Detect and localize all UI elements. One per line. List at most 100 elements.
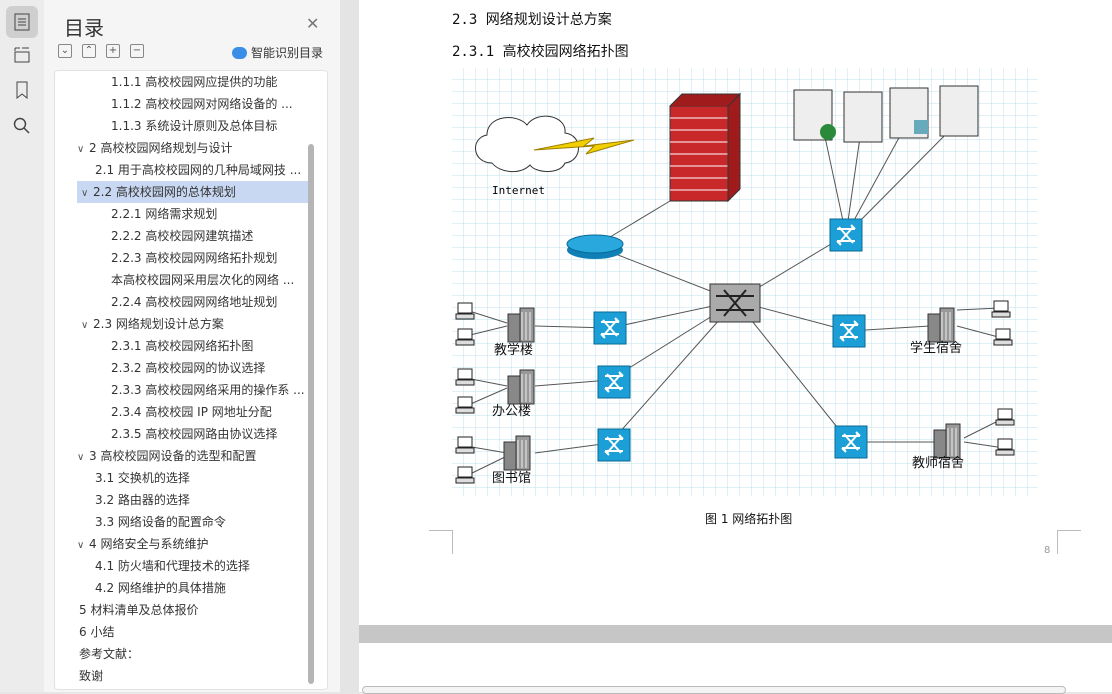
- toc-icon[interactable]: [6, 6, 38, 38]
- ai-icon: [232, 46, 247, 59]
- internet-label: Internet: [492, 184, 545, 197]
- smart-toc-label: 智能识别目录: [251, 46, 324, 60]
- building-label: 教师宿舍: [912, 455, 964, 471]
- toc-item-label: 2.2.3 高校校园网网络拓扑规划: [111, 251, 278, 265]
- toc-item[interactable]: 1.1.3 系统设计原则及总体目标: [77, 115, 309, 137]
- toc-item[interactable]: 5 材料清单及总体报价: [77, 599, 309, 621]
- search-icon[interactable]: [6, 110, 38, 142]
- toc-item-label: 6 小结: [79, 625, 115, 639]
- toc-item[interactable]: 2.3.3 高校校园网络采用的操作系 ...: [77, 379, 309, 401]
- chevron-down-icon[interactable]: ∨: [81, 188, 89, 199]
- switch-icon: [834, 425, 868, 459]
- canvas-margin: [340, 0, 359, 692]
- toc-item-label: 1.1.3 系统设计原则及总体目标: [111, 119, 278, 133]
- horizontal-scrollbar[interactable]: [362, 686, 1066, 694]
- pc-icon: [455, 436, 475, 454]
- plus-icon[interactable]: +: [106, 44, 120, 58]
- toc-item-label: 3.3 网络设备的配置命令: [95, 515, 226, 529]
- toc-item[interactable]: 4.1 防火墙和代理技术的选择: [77, 555, 309, 577]
- toc-item-label: 2.2.4 高校校园网网络地址规划: [111, 295, 278, 309]
- toc-item[interactable]: 致谢: [77, 665, 309, 687]
- lightning-icon: [533, 137, 635, 155]
- toc-item-label: 参考文献：: [79, 647, 140, 661]
- server-icons: [793, 85, 979, 143]
- firewall-icon: [669, 92, 742, 203]
- switch-icon: [597, 365, 631, 399]
- toc-item-label: 3.2 路由器的选择: [95, 493, 190, 507]
- toc-item-label: 5 材料清单及总体报价: [79, 603, 199, 617]
- chevron-down-icon[interactable]: ∨: [77, 452, 85, 463]
- toc-item-label: 4 网络安全与系统维护: [89, 537, 209, 551]
- internet-cloud-icon: [475, 115, 579, 172]
- chevron-down-icon[interactable]: ∨: [81, 320, 89, 331]
- toc-item-label: 1.1.2 高校校园网对网络设备的 ...: [111, 97, 293, 111]
- toc-item-label: 3 高校校园网设备的选型和配置: [89, 449, 257, 463]
- toc-item[interactable]: 2.3.2 高校校园网的协议选择: [77, 357, 309, 379]
- toc-item[interactable]: 3.3 网络设备的配置命令: [77, 511, 309, 533]
- toc-item-label: 2.2.2 高校校园网建筑描述: [111, 229, 254, 243]
- toc-item-label: 本高校校园网采用层次化的网络 ...: [111, 273, 295, 287]
- pc-icon: [991, 300, 1011, 318]
- toc-item-label: 2.3.5 高校校园网路由协议选择: [111, 427, 278, 441]
- toc-item[interactable]: 本高校校园网采用层次化的网络 ...: [77, 269, 309, 291]
- toc-item[interactable]: 2.2.4 高校校园网网络地址规划: [77, 291, 309, 313]
- page-separator: [359, 625, 1112, 643]
- toc-item[interactable]: 2.2.1 网络需求规划: [77, 203, 309, 225]
- toc-item[interactable]: 2.3.1 高校校园网络拓扑图: [77, 335, 309, 357]
- chevron-down-icon[interactable]: ∨: [77, 540, 85, 551]
- toc-item[interactable]: 1.1.1 高校校园网应提供的功能: [77, 71, 309, 93]
- toc-item-label: 致谢: [79, 669, 104, 683]
- collapse-all-icon[interactable]: ⌃: [82, 44, 96, 58]
- outline-icon[interactable]: [6, 38, 38, 70]
- toc-title: 目录: [64, 16, 104, 40]
- pc-icon: [455, 328, 475, 346]
- toc-item-label: 2.3.2 高校校园网的协议选择: [111, 361, 266, 375]
- toc-item[interactable]: 3.1 交换机的选择: [77, 467, 309, 489]
- switch-icon: [832, 314, 866, 348]
- chevron-down-icon[interactable]: ∨: [77, 144, 85, 155]
- pc-icon: [455, 368, 475, 386]
- bookmark-icon[interactable]: [6, 74, 38, 106]
- minus-icon[interactable]: −: [130, 44, 144, 58]
- toc-item[interactable]: ∨2.2 高校校园网的总体规划: [77, 181, 309, 203]
- toc-item[interactable]: ∨ 2 高校校园网络规划与设计: [77, 137, 309, 159]
- toc-item[interactable]: 参考文献：: [77, 643, 309, 665]
- toc-item[interactable]: 4.2 网络维护的具体措施: [77, 577, 309, 599]
- switch-icon: [597, 428, 631, 462]
- toc-item-label: 4.1 防火墙和代理技术的选择: [95, 559, 250, 573]
- core-switch-icon: [709, 283, 761, 323]
- close-icon[interactable]: ✕: [306, 14, 320, 33]
- heading-2-3-1: 2.3.1 高校校园网络拓扑图: [452, 44, 629, 60]
- pc-icon: [995, 438, 1015, 456]
- toc-item[interactable]: ∨ 2.3 网络规划设计总方案: [77, 313, 309, 335]
- heading-2-3: 2.3 网络规划设计总方案: [452, 12, 612, 28]
- toc-item[interactable]: 2.1 用于高校校园网的几种局域网技 ...: [77, 159, 309, 181]
- switch-icon: [593, 311, 627, 345]
- toc-item[interactable]: 2.3.4 高校校园 IP 网地址分配: [77, 401, 309, 423]
- figure-caption: 图 1 网络拓扑图: [705, 512, 793, 526]
- building-label: 办公楼: [492, 404, 531, 419]
- pc-icon: [455, 396, 475, 414]
- toc-item[interactable]: 3.2 路由器的选择: [77, 489, 309, 511]
- router-icon: [566, 234, 624, 259]
- toc-item[interactable]: ∨ 3 高校校园网设备的选型和配置: [77, 445, 309, 467]
- sidebar-icon-bar: [0, 0, 44, 692]
- toc-list: 1.1.1 高校校园网应提供的功能 1.1.2 高校校园网对网络设备的 ... 1.…: [54, 70, 328, 690]
- toc-item[interactable]: 6 小结: [77, 621, 309, 643]
- toc-item[interactable]: 1.1.2 高校校园网对网络设备的 ...: [77, 93, 309, 115]
- smart-toc-button[interactable]: 智能识别目录: [232, 44, 323, 61]
- toc-item[interactable]: ∨ 4 网络安全与系统维护: [77, 533, 309, 555]
- next-page: [359, 643, 1112, 692]
- toc-item-label: 2.3.1 高校校园网络拓扑图: [111, 339, 254, 353]
- toc-item[interactable]: 2.3.5 高校校园网路由协议选择: [77, 423, 309, 445]
- expand-all-icon[interactable]: ⌄: [58, 44, 72, 58]
- toc-item[interactable]: 2.2.3 高校校园网网络拓扑规划: [77, 247, 309, 269]
- toc-item[interactable]: 2.2.2 高校校园网建筑描述: [77, 225, 309, 247]
- toc-item-label: 2.1 用于高校校园网的几种局域网技 ...: [95, 163, 302, 177]
- toc-scrollbar[interactable]: [308, 144, 314, 684]
- toc-item-label: 2 高校校园网络规划与设计: [89, 141, 233, 155]
- toc-item-label: 2.3.4 高校校园 IP 网地址分配: [111, 405, 272, 419]
- toc-item-label: 2.3 网络规划设计总方案: [93, 317, 224, 331]
- toc-item-label: 3.1 交换机的选择: [95, 471, 190, 485]
